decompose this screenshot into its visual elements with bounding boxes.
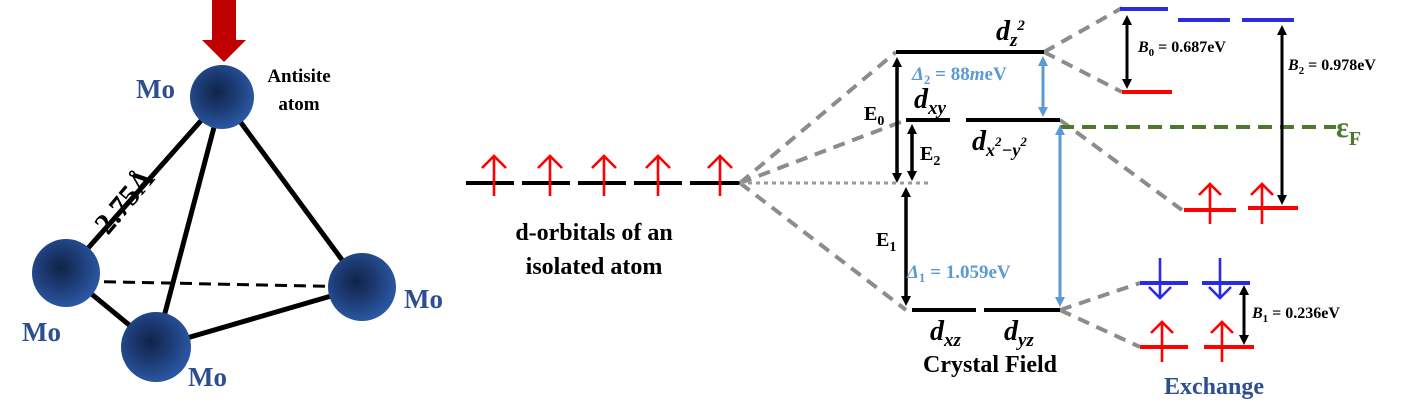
connector-line xyxy=(1043,50,1123,94)
delta2-label: Δ2 = 88meV xyxy=(911,64,1007,87)
B0-label: B0 = 0.687eV xyxy=(1137,39,1226,59)
B2-label: B2 = 0.978eV xyxy=(1287,57,1376,77)
atom-label: Mo xyxy=(136,74,175,104)
connector-line xyxy=(1059,281,1141,312)
atom-label: Mo xyxy=(404,284,443,314)
spin-up-arrow-icon xyxy=(645,154,671,196)
bond-line xyxy=(219,95,365,289)
connector-line xyxy=(1058,118,1184,212)
E2-label: E2 xyxy=(920,143,940,169)
crystal-field-label: Crystal Field xyxy=(923,352,1058,378)
bond-line xyxy=(153,96,225,348)
antisite-label: Antisite xyxy=(267,66,330,87)
spin-up-arrow-icon xyxy=(591,154,617,196)
bond-line xyxy=(64,95,224,275)
pressure-arrow-icon xyxy=(202,0,246,62)
antisite-label: atom xyxy=(278,94,319,115)
dz2-label: dz2 xyxy=(996,16,1025,51)
connector-line xyxy=(1059,308,1141,349)
spin-up-arrow-icon xyxy=(1210,320,1234,362)
isolated-atom-label: d-orbitals of an xyxy=(515,220,672,246)
dyz-label: dyz xyxy=(1004,316,1034,351)
connector-line xyxy=(1043,6,1123,54)
atom-label: Mo xyxy=(22,317,61,347)
dxy-label: dxy xyxy=(914,84,947,119)
mo-atom xyxy=(32,239,100,307)
dx2y2-label: dx2−y2 xyxy=(972,126,1027,160)
E1-label: E1 xyxy=(876,229,896,255)
energy-level-diagram: d-orbitals of an isolated atom εF E0 xyxy=(466,6,1376,400)
spin-up-arrow-icon xyxy=(1198,182,1222,224)
bond-length-label: 2.75Å xyxy=(88,162,161,240)
mo-atom xyxy=(328,253,396,321)
isolated-d-orbitals: d-orbitals of an isolated atom xyxy=(466,154,740,280)
spin-down-arrow-icon xyxy=(1148,258,1172,300)
connector-line xyxy=(738,50,898,185)
bond-line xyxy=(155,284,363,350)
delta1-label: Δ1 = 1.059eV xyxy=(906,262,1011,285)
tetrahedron: Mo Mo Mo Mo Antisite atom 2.75Å xyxy=(22,0,443,392)
isolated-atom-label: isolated atom xyxy=(526,254,663,280)
spin-up-arrow-icon xyxy=(1150,320,1174,362)
spin-up-arrow-icon xyxy=(537,154,563,196)
spin-up-arrow-icon xyxy=(481,154,507,196)
connector-line xyxy=(738,181,908,312)
spin-down-arrow-icon xyxy=(1208,258,1232,300)
connector-line xyxy=(739,118,907,185)
exchange-label: Exchange xyxy=(1164,374,1264,400)
fermi-level-label: εF xyxy=(1336,111,1361,150)
E0-label: E0 xyxy=(864,103,884,129)
B1-label: B1 = 0.236eV xyxy=(1251,305,1340,325)
hidden-bond-line xyxy=(65,279,363,289)
mo-atom xyxy=(121,312,191,382)
mo-atom-antisite xyxy=(190,65,254,129)
atom-label: Mo xyxy=(188,362,227,392)
spin-up-arrow-icon xyxy=(1250,182,1274,224)
spin-up-arrow-icon xyxy=(707,154,733,196)
dxz-label: dxz xyxy=(930,316,962,351)
